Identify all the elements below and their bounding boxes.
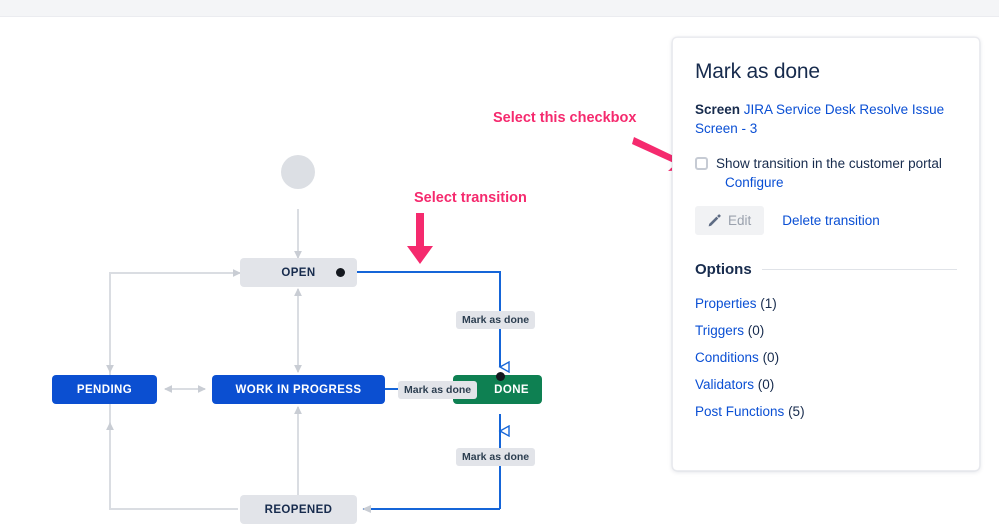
option-count-conditions: (0) xyxy=(762,350,780,365)
option-link-post-functions[interactable]: Post Functions xyxy=(695,404,785,419)
options-divider xyxy=(761,269,957,270)
transition-details-panel: Mark as done Screen JIRA Service Desk Re… xyxy=(672,37,980,471)
pencil-icon xyxy=(708,214,721,227)
option-count-properties: (1) xyxy=(760,296,777,311)
show-transition-text: Show transition in the customer portal C… xyxy=(716,154,948,192)
option-triggers: Triggers (0) xyxy=(695,317,957,344)
annotation-select-this-checkbox: Select this checkbox xyxy=(493,110,637,126)
edit-button[interactable]: Edit xyxy=(695,206,765,235)
options-heading-row: Options xyxy=(695,261,957,278)
annotation-arrow-to-transition xyxy=(407,213,433,264)
annotation-select-transition: Select transition xyxy=(414,190,527,206)
show-transition-label: Show transition in the customer portal xyxy=(716,156,942,171)
workflow-node-work-in-progress[interactable]: WORK IN PROGRESS xyxy=(212,375,385,404)
port-dot-done[interactable] xyxy=(496,372,505,381)
show-transition-checkbox[interactable] xyxy=(695,157,708,170)
option-properties: Properties (1) xyxy=(695,290,957,317)
edge-label-open-to-done[interactable]: Mark as done xyxy=(456,311,536,329)
option-link-validators[interactable]: Validators xyxy=(695,377,755,392)
options-heading: Options xyxy=(695,261,752,278)
screen-link[interactable]: JIRA Service Desk Resolve Issue Screen -… xyxy=(695,102,945,136)
workflow-diagram-canvas[interactable]: OPEN PENDING WORK IN PROGRESS DONE REOPE… xyxy=(0,17,660,529)
option-validators: Validators (0) xyxy=(695,371,957,398)
option-link-conditions[interactable]: Conditions xyxy=(695,350,759,365)
screen-row: Screen JIRA Service Desk Resolve Issue S… xyxy=(695,100,957,138)
screen-label: Screen xyxy=(695,102,741,117)
option-link-triggers[interactable]: Triggers xyxy=(695,323,745,338)
action-button-row: Edit Delete transition xyxy=(695,206,957,235)
option-link-properties[interactable]: Properties xyxy=(695,296,757,311)
workflow-node-reopened[interactable]: REOPENED xyxy=(240,495,357,524)
edge-label-done-to-reopened[interactable]: Mark as done xyxy=(456,448,536,466)
panel-title: Mark as done xyxy=(695,60,820,83)
browser-chrome-bar xyxy=(0,0,999,17)
option-count-post-functions: (5) xyxy=(788,404,805,419)
show-transition-row: Show transition in the customer portal C… xyxy=(695,154,957,192)
delete-transition-link[interactable]: Delete transition xyxy=(782,213,880,228)
option-count-validators: (0) xyxy=(757,377,775,392)
edge-label-wip-to-done[interactable]: Mark as done xyxy=(398,381,478,399)
option-post-functions: Post Functions (5) xyxy=(695,398,957,425)
workflow-node-pending[interactable]: PENDING xyxy=(52,375,157,404)
workflow-start-node[interactable] xyxy=(281,155,315,189)
edit-button-label: Edit xyxy=(728,213,752,228)
option-conditions: Conditions (0) xyxy=(695,344,957,371)
port-dot-open[interactable] xyxy=(336,268,345,277)
options-list: Properties (1) Triggers (0) Conditions (… xyxy=(695,290,957,425)
option-count-triggers: (0) xyxy=(747,323,765,338)
configure-link[interactable]: Configure xyxy=(725,175,784,190)
